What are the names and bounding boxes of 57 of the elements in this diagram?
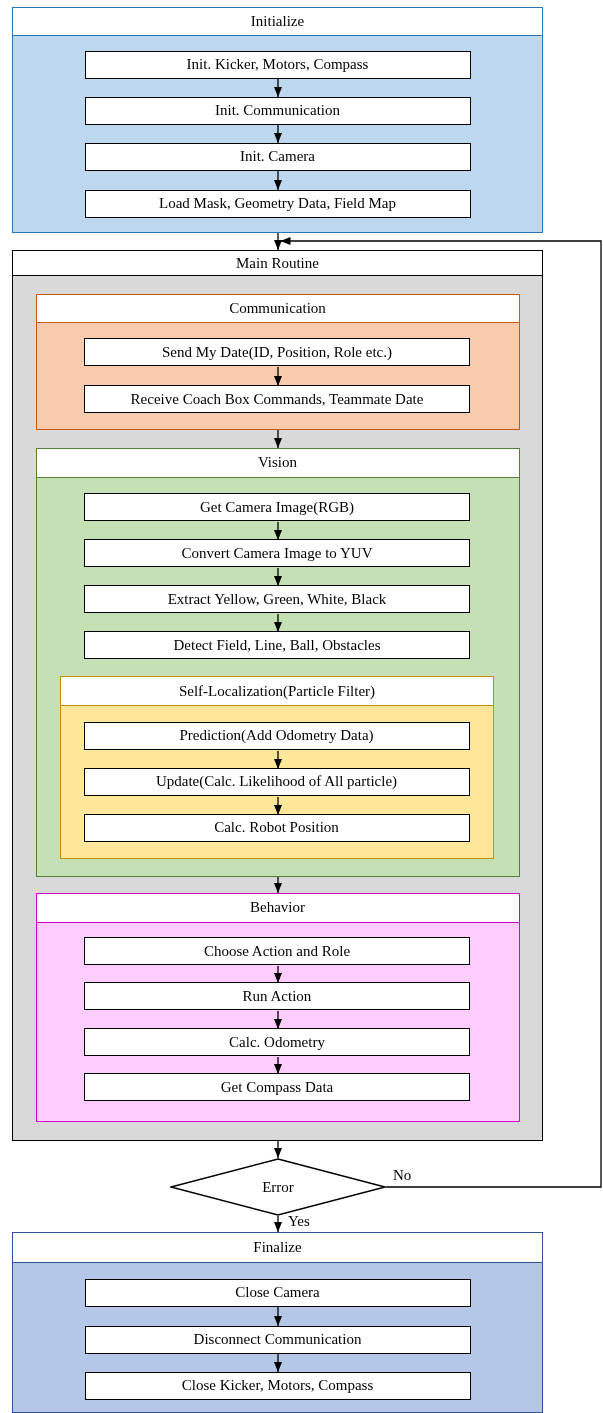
process-box: Update(Calc. Likelihood of All particle) [83,767,470,796]
process-box: Get Camera Image(RGB) [84,493,470,521]
arrow [274,521,282,541]
arrow [274,170,282,191]
arrow [274,1140,282,1159]
process-box: Close Kicker, Motors, Compass [84,1371,471,1400]
group-title: Initialize [13,8,542,36]
arrow [274,1353,282,1373]
process-box: Calc. Odometry [84,1028,470,1056]
arrow [279,237,602,1188]
arrow [274,78,282,98]
arrow [274,613,282,633]
process-box: Detect Field, Line, Ball, Obstacles [84,631,470,659]
process-box: Receive Coach Box Commands, Teammate Date [84,385,470,413]
process-box: Init. Communication [84,96,471,125]
group-panel [12,250,543,1141]
group-panel [60,676,494,859]
arrow [274,1010,282,1030]
group-title: Main Routine [13,251,542,276]
arrow [274,366,282,387]
arrow [274,965,282,984]
group-title: Behavior [36,893,519,923]
process-box: Prediction(Add Odometry Data) [83,721,470,750]
group-title: Self-Localization(Particle Filter) [61,677,493,706]
process-box: Choose Action and Role [84,937,470,965]
arrow [274,876,282,894]
process-box: Disconnect Communication [84,1325,471,1354]
process-box: Load Mask, Geometry Data, Field Map [84,189,471,218]
process-box: Close Camera [84,1278,471,1307]
group-title: Finalize [13,1233,542,1263]
arrow [274,232,282,251]
process-box: Convert Camera Image to YUV [84,539,470,567]
arrow [274,750,282,770]
arrow [274,567,282,587]
decision-text: Error [262,1178,294,1196]
group-panel [35,892,520,1122]
edge-label: No [392,1168,413,1183]
process-box: Run Action [84,982,470,1010]
process-box: Get Compass Data [84,1073,470,1101]
group-title: Vision [36,448,519,478]
arrow [274,1056,282,1075]
process-box: Init. Camera [84,142,471,171]
arrow [274,796,282,816]
arrow [274,1215,282,1233]
group-panel [12,7,543,233]
process-box: Init. Kicker, Motors, Compass [84,50,471,79]
process-box: Send My Date(ID, Position, Role etc.) [84,338,470,366]
process-box: Calc. Robot Position [83,813,470,842]
arrow [274,1306,282,1327]
group-panel [35,293,520,430]
arrow [274,124,282,144]
group-panel [35,447,520,877]
edge-label: Yes [287,1214,311,1229]
group-title: Communication [36,294,519,323]
group-panel [12,1232,543,1413]
process-box: Extract Yellow, Green, White, Black [84,585,470,613]
arrow [274,429,282,449]
